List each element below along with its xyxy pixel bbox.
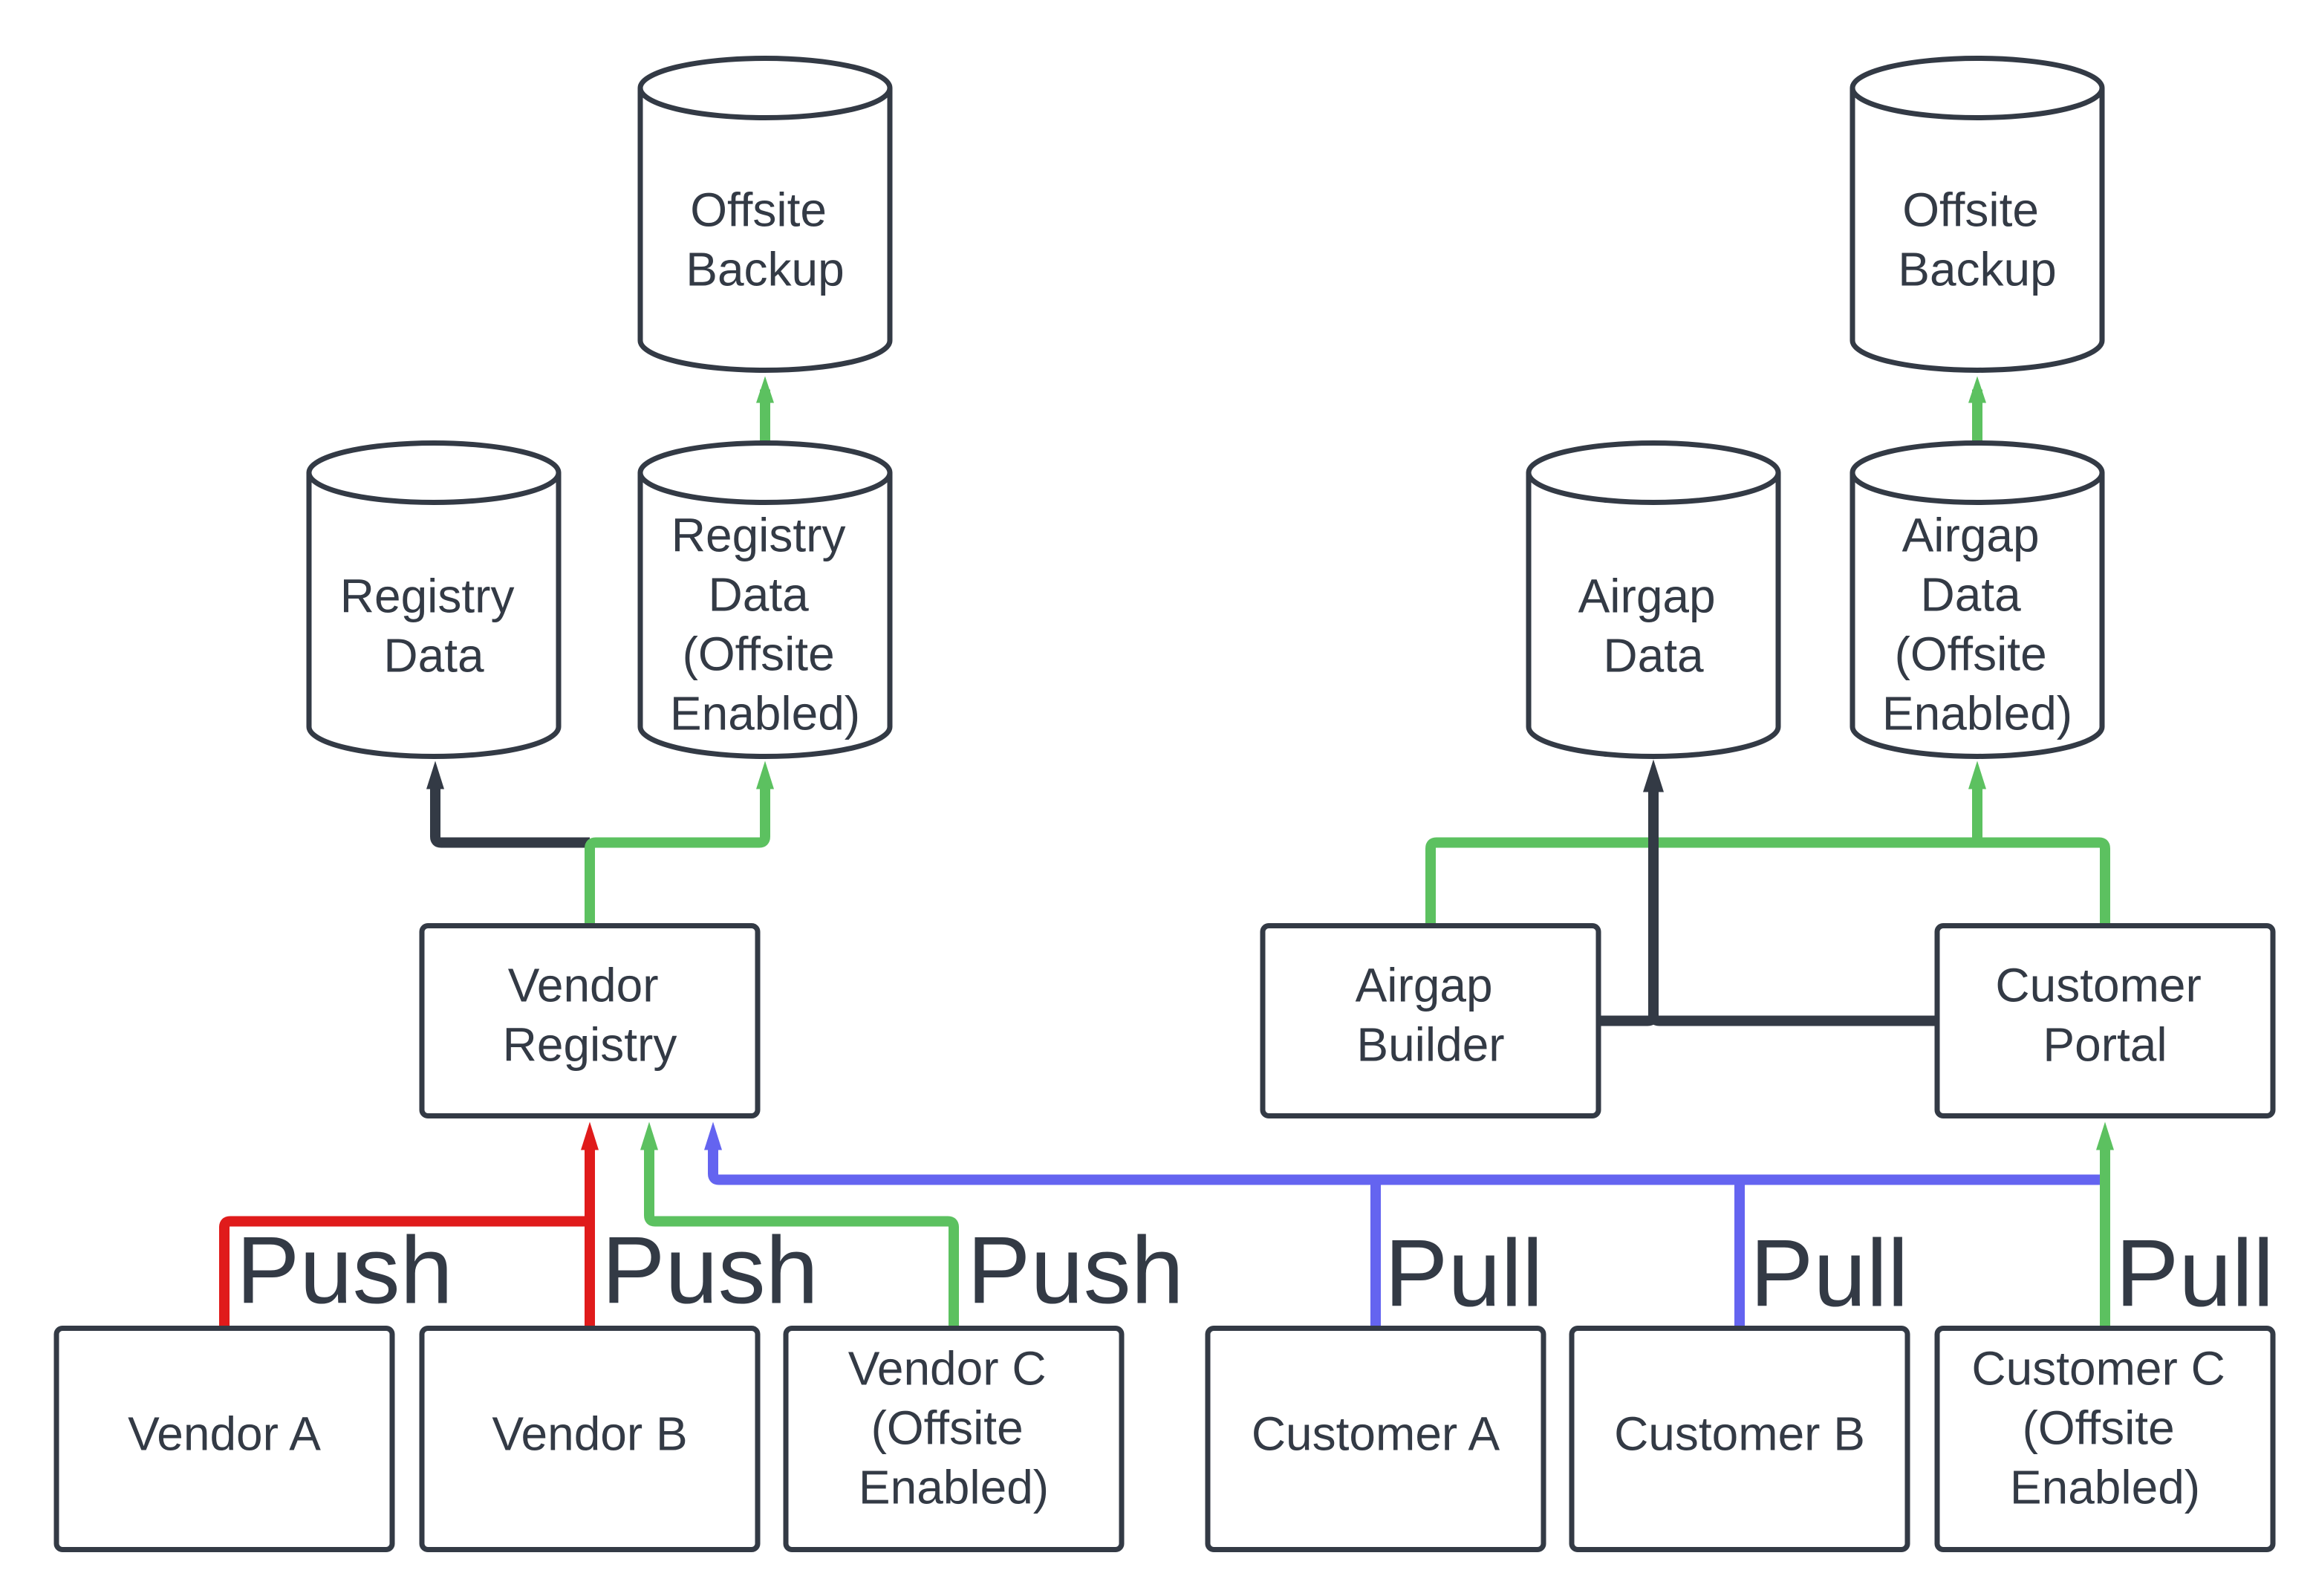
node-label-line: Customer A — [1252, 1407, 1500, 1461]
node-label-line: Vendor A — [128, 1407, 321, 1461]
edge-label-push-vendor-a: Push — [236, 1218, 453, 1324]
edge-builder-portal-to-airgap-data — [1600, 778, 1936, 1026]
datastore-offsite-backup-right: Offsite Backup — [1850, 56, 2105, 373]
svg-text:Vendor C (Offsite: Vendor C (Offsite Enabled) — [848, 1342, 1060, 1514]
node-label-line: Enabled) — [2010, 1461, 2200, 1514]
client-vendor-c: Vendor C (Offsite Enabled) — [783, 1326, 1125, 1552]
svg-text:Airgap Data (Offsi: Airgap Data (Offsite Enabled) — [1882, 509, 2072, 740]
svg-text:Registry Data (Off: Registry Data (Offsite Enabled) — [670, 509, 860, 740]
datastore-registry-data: Registry Data — [306, 440, 562, 759]
node-label-line: Airgap — [1578, 570, 1716, 623]
node-label-line: Customer C — [1971, 1342, 2225, 1395]
arrowhead-up — [1968, 376, 1986, 403]
node-label-line: Enabled) — [1882, 687, 2072, 740]
svg-text:Customer A: Customer A — [1252, 1407, 1500, 1461]
node-label-line: Backup — [686, 243, 844, 296]
edge-vendor-c-push — [644, 1144, 959, 1327]
node-label-line: Offsite — [1902, 183, 2039, 237]
arrowhead-up — [756, 760, 774, 789]
arrowhead-up — [581, 1121, 599, 1150]
service-vendor-registry: Vendor Registry — [419, 923, 761, 1118]
node-label-line: (Offsite — [871, 1401, 1024, 1455]
svg-text:Vendor Registry: Vendor Registry — [503, 959, 677, 1072]
node-label-line: Airgap — [1902, 509, 2040, 562]
node-label-line: Offsite — [690, 183, 827, 237]
edge-label-pull-customer-a: Pull — [1385, 1221, 1543, 1327]
node-label-line: Data — [383, 629, 484, 683]
node-label-line: Enabled) — [859, 1461, 1049, 1514]
edge-label-push-vendor-b: Push — [602, 1218, 819, 1324]
edge-vendor-registry-to-registry-offsite — [585, 778, 770, 925]
node-label-line: Builder — [1356, 1018, 1504, 1072]
client-customer-b: Customer B — [1569, 1326, 1910, 1552]
svg-text:Customer C (Offsite: Customer C (Offsite Enabled) — [1971, 1342, 2238, 1514]
arrowhead-up — [1968, 760, 1986, 789]
svg-text:Offsite Backup: Offsite Backup — [686, 183, 844, 296]
node-label-line: Enabled) — [670, 687, 860, 740]
node-label-line: Customer — [1995, 959, 2201, 1012]
svg-text:Offsite Backup: Offsite Backup — [1898, 183, 2056, 296]
node-label-line: Registry — [503, 1018, 677, 1072]
client-customer-a: Customer A — [1205, 1326, 1546, 1552]
svg-text:Vendor B: Vendor B — [492, 1407, 687, 1461]
node-label-line: Vendor — [508, 959, 659, 1012]
node-label-line: (Offsite — [2023, 1401, 2175, 1455]
arrowhead-up — [2096, 1121, 2114, 1150]
arrowhead-up — [1643, 759, 1664, 792]
datastore-offsite-backup-left: Offsite Backup — [637, 56, 893, 373]
arrowhead-up — [756, 376, 774, 403]
arrowhead-up — [704, 1121, 722, 1150]
node-label-line: Data — [1603, 629, 1704, 683]
datastore-registry-data-offsite: Registry Data (Offsite Enabled) — [637, 440, 893, 759]
edge-labels: Push Push Push Pull Pull Pull — [236, 1218, 2274, 1327]
svg-text:Registry Data: Registry Data — [340, 570, 528, 683]
service-airgap-builder: Airgap Builder — [1260, 923, 1601, 1118]
datastore-airgap-data-offsite: Airgap Data (Offsite Enabled) — [1850, 440, 2105, 759]
edge-label-pull-customer-c: Pull — [2115, 1221, 2274, 1327]
node-label-line: Registry — [671, 509, 846, 562]
edge-builder-to-airgap-offsite — [1425, 837, 2110, 925]
svg-text:Airgap Builder: Airgap Builder — [1356, 959, 1506, 1072]
node-label-line: Portal — [2043, 1018, 2167, 1072]
node-label-line: Data — [709, 568, 810, 622]
datastore-airgap-data: Airgap Data — [1526, 440, 1781, 759]
svg-text:Airgap Data: Airgap Data — [1578, 570, 1729, 683]
node-label-line: Customer B — [1614, 1407, 1865, 1461]
edge-vendor-registry-to-registry-data — [430, 778, 590, 848]
edge-label-pull-customer-b: Pull — [1750, 1221, 1908, 1327]
client-vendor-b: Vendor B — [419, 1326, 761, 1552]
node-label-line: Registry — [340, 570, 515, 623]
service-customer-portal: Customer Portal — [1934, 923, 2276, 1118]
node-label-line: Vendor C — [848, 1342, 1047, 1395]
client-vendor-a: Vendor A — [53, 1326, 395, 1552]
svg-text:Vendor A: Vendor A — [128, 1407, 321, 1461]
arrowhead-up — [640, 1121, 658, 1150]
svg-text:Customer Portal: Customer Portal — [1995, 959, 2214, 1072]
node-label-line: Backup — [1898, 243, 2056, 296]
arrowhead-up — [426, 760, 444, 789]
node-label-line: Data — [1921, 568, 2022, 622]
node-label-line: (Offsite — [1895, 628, 2047, 681]
connectors — [219, 376, 2114, 1327]
node-label-line: Vendor B — [492, 1407, 687, 1461]
edge-label-push-vendor-c: Push — [967, 1218, 1184, 1324]
client-customer-c: Customer C (Offsite Enabled) — [1934, 1326, 2276, 1552]
node-label-line: Airgap — [1356, 959, 1493, 1012]
node-label-line: (Offsite — [683, 628, 835, 681]
svg-text:Customer B: Customer B — [1614, 1407, 1865, 1461]
